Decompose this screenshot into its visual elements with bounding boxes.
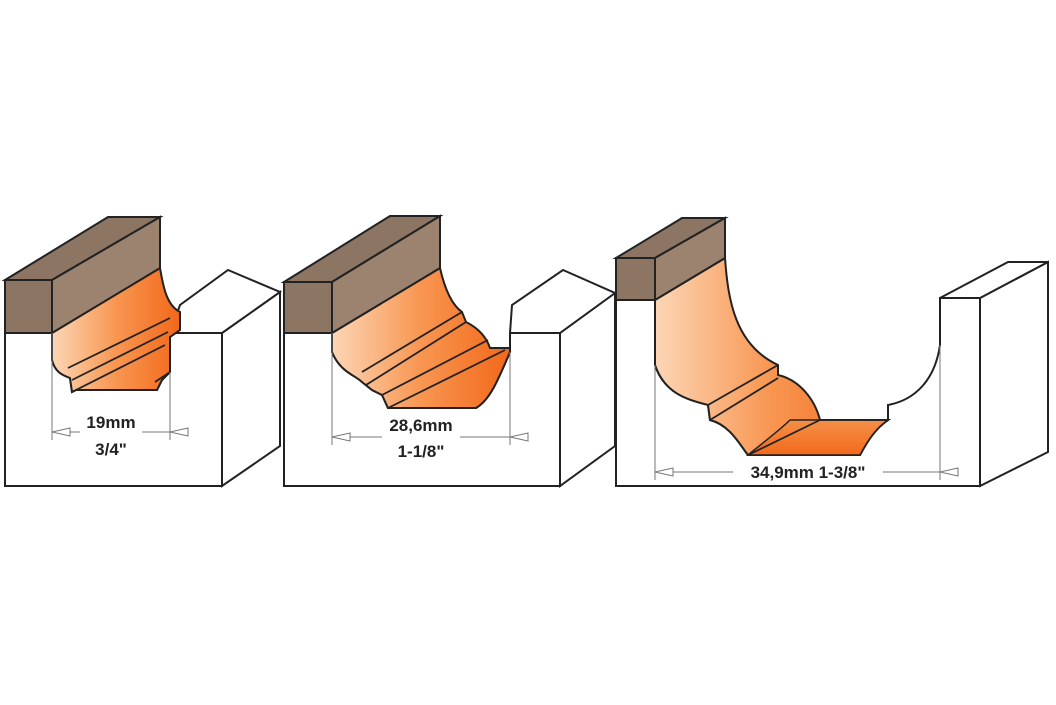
dimension-combined-label: 34,9mm 1-3/8": [751, 463, 866, 482]
template-block-side: [51, 215, 161, 335]
workpiece-top-surface: [508, 268, 617, 334]
profile-medium: 28,6mm 1-1/8": [280, 214, 617, 488]
workpiece-top-surface: [168, 268, 283, 334]
profile-small: 19mm 3/4": [1, 215, 283, 488]
dimension-imperial-label: 1-1/8": [398, 442, 445, 461]
template-block-side: [331, 214, 441, 335]
template-block-front: [4, 279, 53, 334]
template-block-side: [654, 216, 726, 302]
dimension-imperial-label: 3/4": [95, 440, 127, 459]
dimension-metric-label: 19mm: [86, 413, 135, 432]
profile-ridge-line: [707, 364, 888, 456]
template-block-front: [615, 257, 656, 301]
profile-ridge-line: [361, 311, 506, 409]
profile-ridge-line: [67, 317, 171, 391]
workpiece-right-side: [979, 260, 1049, 488]
profile-large: 34,9mm 1-3/8": [612, 216, 1049, 488]
workpiece-top-surface: [939, 261, 1049, 299]
template-block-front: [283, 281, 333, 334]
dimension-metric-label: 28,6mm: [389, 416, 452, 435]
